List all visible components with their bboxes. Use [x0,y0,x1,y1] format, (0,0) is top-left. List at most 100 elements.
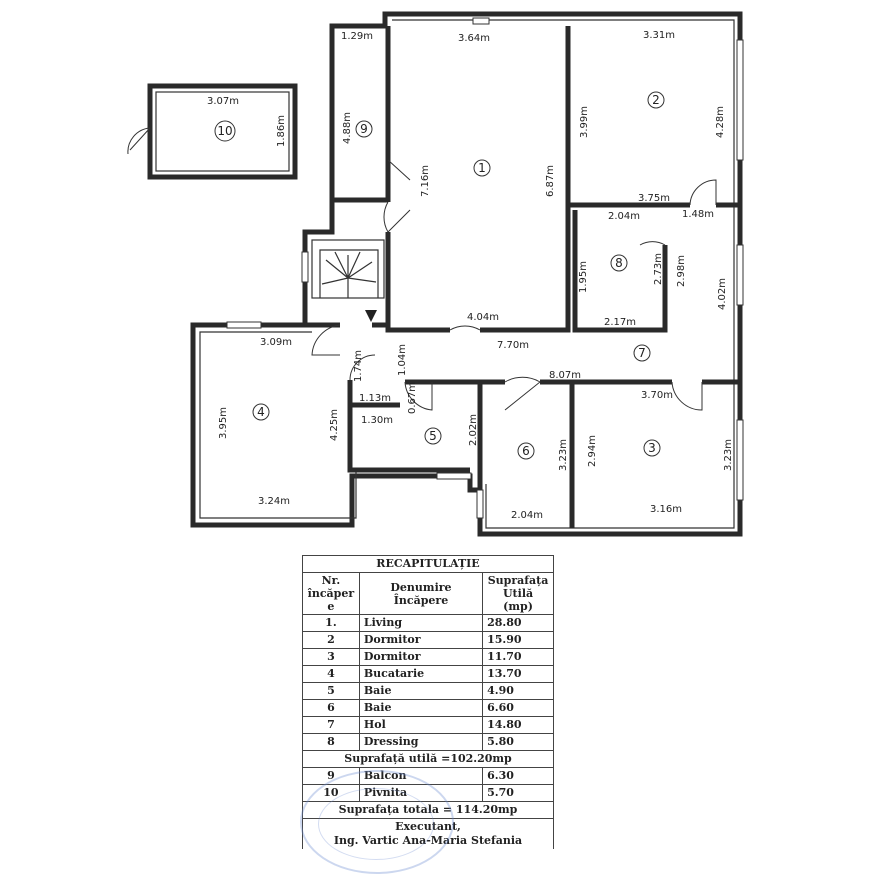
dim-label: 1.74m [353,350,364,382]
room-number-3: 3 [643,439,661,457]
kitchen-window [226,321,262,329]
room-10-walls [147,83,298,180]
bedroom2-window [736,39,744,161]
stair-arrow-icon [365,310,377,322]
wall-living-left [385,26,450,333]
dim-label: 1.95m [578,261,589,293]
dressing-door [639,241,666,246]
dim-label: 7.16m [420,165,431,197]
dim-label: 4.25m [329,409,340,441]
wall-living-right [480,26,571,333]
dim-label: 3.07m [207,96,239,107]
dim-label: 6.87m [545,165,556,197]
svg-text:6: 6 [522,444,530,458]
header-area: Suprafața Utilă (mp) [482,572,554,615]
wall-bath5 [347,380,470,473]
room-number-5: 5 [424,427,442,445]
dim-label: 0.67m [407,382,418,414]
dim-label: 7.70m [497,340,529,351]
room-number-9: 9 [355,120,373,138]
svg-text:3: 3 [648,441,656,455]
dim-label: 1.29m [341,31,373,42]
dim-label: 3.31m [643,30,675,41]
dim-label: 3.24m [258,496,290,507]
dim-label: 2.94m [587,435,598,467]
svg-text:5: 5 [429,429,437,443]
bath6-door [504,376,541,411]
room-number-8: 8 [610,254,628,272]
recap-title: RECAPITULAȚIE [302,555,554,573]
svg-text:8: 8 [615,256,623,270]
bedroom2-door [689,179,717,206]
svg-text:4: 4 [257,405,265,419]
living-door [449,325,481,331]
executant-name: Ing. Vartic Ana-Maria Stefania [333,834,523,847]
room-number-1: 1 [473,159,491,177]
room-number-4: 4 [252,403,270,421]
svg-text:9: 9 [360,122,368,136]
outer-walls [190,11,743,537]
living-window [472,17,490,25]
stair-window [301,251,309,283]
room-number-6: 6 [517,442,535,460]
bath6-window [476,489,484,519]
recap-table: RECAPITULAȚIE Nr. încăper e Denumire Înc… [302,555,554,849]
wall-dressing [572,210,668,333]
total-area: Suprafața totala = 114.20mp [302,801,554,819]
dim-label: 4.88m [342,112,353,144]
svg-text:7: 7 [638,346,646,360]
executant-label: Executant, [395,820,461,833]
dim-label: 2.04m [511,510,543,521]
dim-label: 1.48m [682,209,714,220]
dim-label: 2.04m [608,211,640,222]
bedroom3-window [736,419,744,501]
dim-label: 1.13m [359,393,391,404]
dim-label: 8.07m [549,370,581,381]
outer-walls-inner-line [199,19,735,529]
balcony-door [383,159,411,233]
dim-label: 4.02m [717,278,728,310]
bath5-door [404,381,433,411]
vestibule-door [349,354,376,381]
dim-label: 3.09m [260,337,292,348]
dim-label: 3.75m [638,193,670,204]
dim-label: 3.95m [218,407,229,439]
dim-label: 1.86m [276,115,287,147]
dim-label: 3.70m [641,390,673,401]
room-10-door [127,127,151,155]
dim-label: 3.23m [723,439,734,471]
dim-label: 2.98m [676,255,687,287]
useful-area-total: Suprafață utilă =102.20mp [302,750,554,768]
room-number-7: 7 [633,344,651,362]
dim-label: 2.02m [468,414,479,446]
dim-label: 3.16m [650,504,682,515]
header-nr: Nr. încăper e [302,572,360,615]
hall-window [736,244,744,306]
svg-text:1: 1 [478,161,486,175]
bedroom3-door [671,381,703,411]
svg-text:10: 10 [217,124,232,138]
wall-bath6 [477,382,575,528]
room-number-10: 10 [214,120,236,142]
floor-plan: 1 2 3 4 5 6 7 8 9 10 1.29m 3.64m 3.31m 3… [127,11,744,537]
dim-label: 1.04m [397,344,408,376]
room-number-2: 2 [647,91,665,109]
dim-label: 4.28m [715,106,726,138]
svg-text:2: 2 [652,93,660,107]
dim-label: 4.04m [467,312,499,323]
dim-label: 2.73m [653,253,664,285]
header-name: Denumire Încăpere [358,572,484,615]
dim-label: 1.30m [361,415,393,426]
dim-label: 3.99m [579,106,590,138]
room-10-inner [155,91,290,172]
kitchen-door [311,324,341,356]
